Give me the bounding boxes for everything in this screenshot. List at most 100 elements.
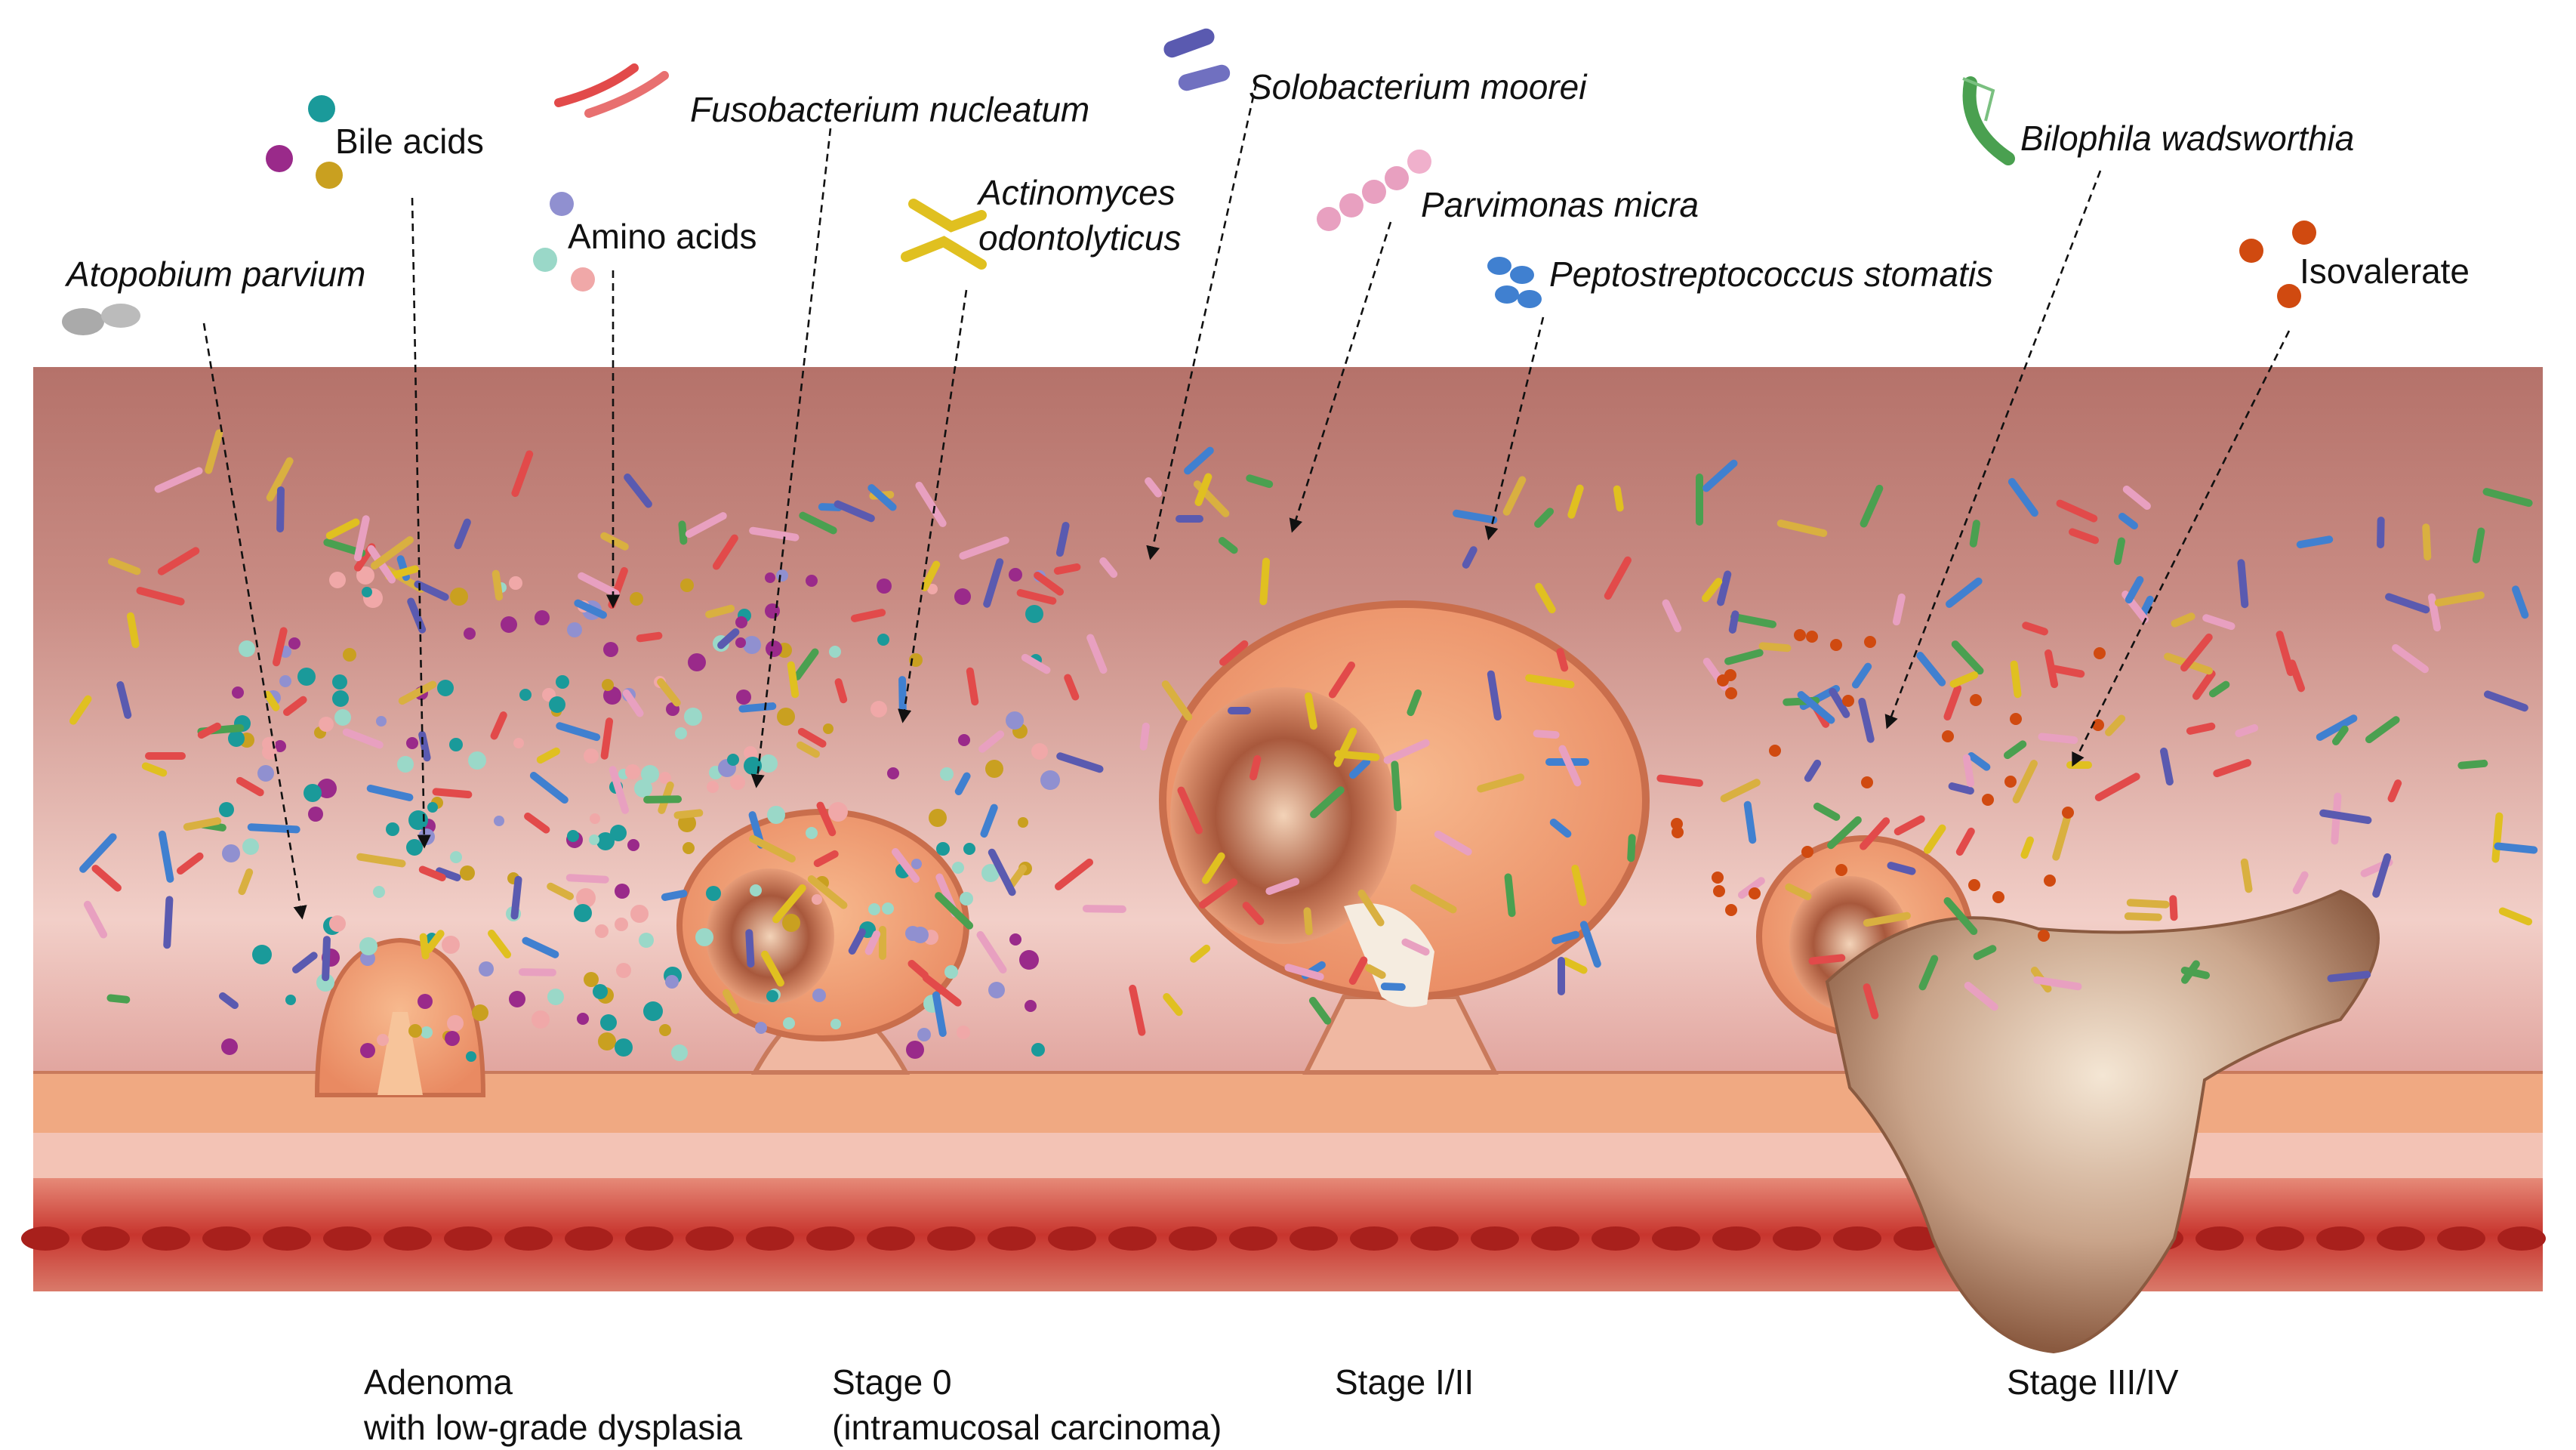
bacterium-rod — [1730, 612, 1776, 628]
bacterium-rod — [547, 882, 575, 900]
bacterium-rod — [2296, 535, 2334, 549]
peptostreptococcus-stomatis-icon — [1487, 257, 1542, 308]
metabolite-particle — [960, 892, 973, 905]
stage-label-stage0-line2: (intramucosal carcinoma) — [832, 1408, 1222, 1447]
bacterium-rod — [1161, 680, 1193, 721]
metabolite-particle — [963, 843, 975, 855]
metabolite-particle — [297, 668, 316, 686]
bacterium-rod — [536, 747, 560, 764]
muscle-cell — [2256, 1226, 2304, 1251]
metabolite-particle — [936, 842, 950, 856]
bacterium-rod — [2292, 871, 2309, 894]
metabolite-particle — [887, 767, 899, 779]
metabolite-particle — [1025, 605, 1043, 623]
metabolite-particle — [735, 616, 747, 628]
metabolite-particle — [450, 851, 462, 863]
metabolite-particle — [603, 642, 618, 657]
amino-acids-icon — [533, 192, 595, 292]
isovalerate-particle — [2010, 713, 2022, 725]
stage-label-stage34: Stage III/IV — [2007, 1359, 2179, 1405]
bacterium-rod — [353, 515, 370, 562]
bacterium-rod — [1129, 984, 1146, 1036]
isovalerate-particle — [2094, 647, 2106, 659]
bacterium-rod — [126, 612, 140, 649]
bacterium-rod — [1558, 745, 1582, 787]
stage-label-stage34-line1: Stage III/IV — [2007, 1362, 2179, 1402]
bacterium-rod — [1190, 944, 1211, 963]
isovalerate-icon — [2239, 221, 2316, 308]
bacterium-rod — [1099, 557, 1118, 578]
bacterium-rod — [1184, 446, 1214, 475]
bacterium-rod — [2422, 523, 2432, 561]
bacterium-rod — [1892, 593, 1906, 626]
amino-acids-label: Amino acids — [568, 217, 757, 256]
metabolite-particle — [406, 737, 418, 749]
bacterium-rod — [1567, 484, 1584, 519]
metabolite-particle — [359, 937, 377, 955]
bacterium-rod — [2457, 759, 2488, 770]
metabolite-particle — [252, 945, 272, 964]
metabolite-particle — [743, 636, 761, 654]
bacterium-rod — [1086, 634, 1108, 674]
bacterium-rod — [1284, 964, 1324, 981]
bacterium-rod — [1613, 485, 1624, 512]
bacterium-rod — [322, 936, 331, 982]
bacterium-rod — [1145, 477, 1163, 498]
bacterium-rod — [816, 801, 837, 837]
bacterium-rod — [2427, 593, 2442, 632]
metabolite-particle — [730, 775, 745, 790]
bacterium-rod — [1627, 834, 1636, 862]
metabolite-particle — [641, 765, 659, 783]
bacterium-rod — [1453, 509, 1498, 524]
bacterium-rod — [1477, 773, 1525, 793]
muscle-cell — [686, 1226, 734, 1251]
bacterium-rod — [154, 467, 203, 493]
metabolite-particle — [360, 1043, 375, 1058]
bacterium-rod — [158, 830, 174, 883]
metabolite-particle — [776, 569, 788, 582]
isovalerate-particle — [1842, 695, 1854, 707]
bacterium-rod — [1365, 964, 1386, 980]
bile-acids-icon — [266, 95, 343, 189]
metabolite-particle — [437, 680, 454, 696]
bacterium-rod — [1737, 877, 1765, 899]
bacterium-rod — [425, 930, 445, 954]
metabolite-particle — [806, 827, 818, 839]
bacterium-rod — [1923, 824, 1946, 854]
isovalerate-particle — [1725, 904, 1737, 916]
bacterium-rod — [1194, 473, 1213, 507]
metabolite-particle — [906, 1041, 924, 1059]
stage-label-stage12: Stage I/II — [1335, 1359, 1474, 1405]
metabolite-particle — [695, 928, 713, 946]
bacterium-rod — [1887, 862, 1916, 875]
bacterium-rod — [959, 536, 1009, 560]
bacterium-rod — [2365, 716, 2400, 744]
metabolite-particle — [828, 802, 848, 822]
muscle-cell — [1169, 1226, 1217, 1251]
bacterium-rod — [1177, 786, 1203, 835]
isovalerate-particle — [1830, 639, 1842, 651]
metabolite-particle — [584, 972, 599, 987]
stage-label-stage0-line1: Stage 0 — [832, 1362, 952, 1402]
bacterium-rod — [678, 520, 688, 545]
bacterium-rod — [398, 680, 437, 705]
bacterium-rod — [643, 795, 683, 804]
metabolite-particle — [418, 828, 435, 845]
bacterium-rod — [1198, 878, 1238, 909]
isovalerate-particle — [1864, 636, 1876, 648]
bacterium-rod — [1176, 515, 1203, 523]
bacterium-rod — [1348, 956, 1368, 985]
bacterium-rod — [892, 848, 920, 883]
metabolite-particle — [304, 784, 322, 802]
bacterium-rod — [799, 511, 837, 535]
metabolite-particle — [239, 640, 255, 657]
bacterium-rod — [418, 865, 446, 881]
bacterium-rod — [1969, 520, 1980, 548]
bacterium-rod — [2434, 591, 2485, 607]
metabolite-particle — [593, 984, 608, 999]
stage12-tumor — [1159, 600, 1650, 1075]
bacterium-rod — [932, 991, 947, 1038]
muscle-cell — [2377, 1226, 2425, 1251]
metabolite-particle — [1031, 1043, 1045, 1057]
bacterium-rod — [205, 429, 223, 474]
